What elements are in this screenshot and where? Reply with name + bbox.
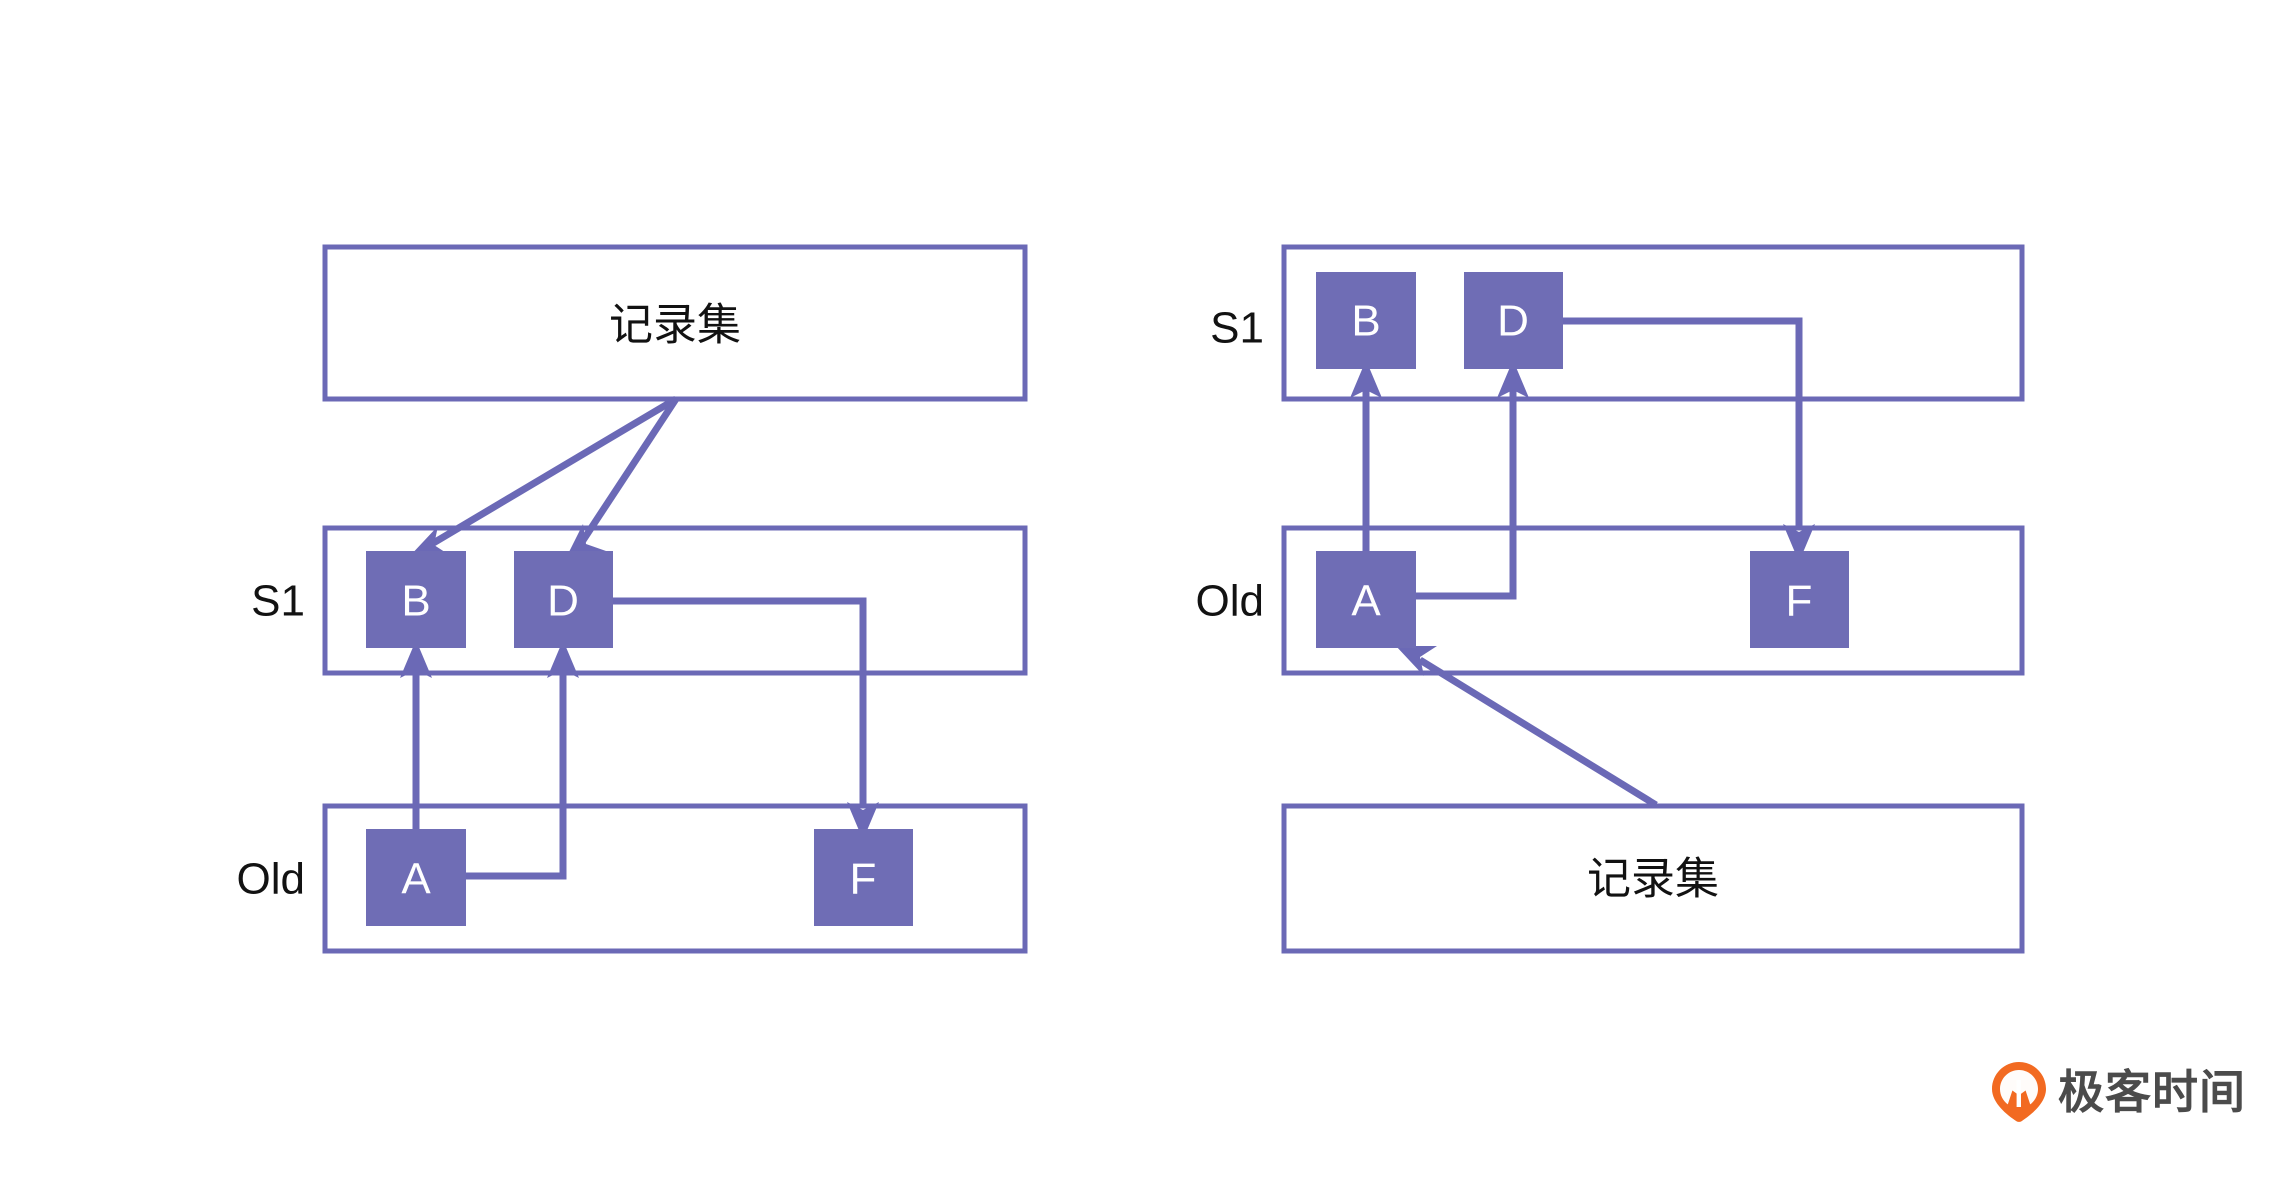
left-s1-row-label: S1 [251, 577, 305, 626]
right-node-D[interactable] [1464, 272, 1563, 369]
left-panel: 记录集 S1 Old B [237, 244, 1028, 954]
left-arrowhead-recordset-B [408, 526, 451, 558]
right-node-B-label: B [1351, 297, 1380, 346]
left-edge-recordset-to-B [428, 395, 678, 549]
left-node-A-label: A [401, 855, 431, 904]
left-edge-recordset-to-D [577, 397, 679, 547]
right-panel: S1 Old 记录集 B D [1196, 244, 2025, 954]
left-node-D-label: D [547, 577, 579, 626]
right-arrowhead-D [1497, 360, 1529, 398]
left-arrowhead-F [847, 802, 879, 840]
left-edge-A-to-D [466, 665, 567, 880]
left-node-B[interactable] [366, 551, 466, 648]
left-recordset-title: 记录集 [609, 301, 741, 350]
right-s1-row-label: S1 [1210, 304, 1264, 353]
right-node-D-label: D [1497, 297, 1529, 346]
right-node-B[interactable] [1316, 272, 1416, 369]
left-node-F-label: F [850, 855, 877, 904]
left-node-B-label: B [401, 577, 430, 626]
right-old-row-label: Old [1196, 577, 1264, 626]
right-edge-A-to-D [1415, 385, 1517, 600]
left-node-D[interactable] [514, 551, 613, 648]
right-node-A[interactable] [1316, 551, 1416, 648]
right-recordset-container[interactable] [1281, 803, 2025, 954]
right-recordset-title: 记录集 [1587, 855, 1719, 904]
right-edge-recordset-to-A [1418, 657, 1658, 808]
right-arrowhead-F [1783, 524, 1815, 562]
left-arrowhead-B [400, 640, 432, 678]
left-node-A[interactable] [366, 829, 466, 926]
left-edge-D-to-F [613, 597, 867, 808]
right-arrowhead-B [1350, 360, 1382, 398]
brand-logo: 极客时间 [1992, 1062, 2246, 1122]
brand-name: 极客时间 [2058, 1066, 2246, 1118]
right-node-A-label: A [1351, 577, 1381, 626]
left-arrowhead-D [547, 640, 579, 678]
right-arrowhead-A [1396, 646, 1437, 676]
left-node-F[interactable] [814, 829, 913, 926]
left-old-row-label: Old [237, 855, 305, 904]
left-recordset-container[interactable] [322, 244, 1028, 402]
right-node-F-label: F [1786, 577, 1813, 626]
right-node-F[interactable] [1750, 551, 1849, 648]
right-edge-D-to-F [1563, 317, 1803, 530]
geektime-pin-icon [1992, 1062, 2046, 1122]
